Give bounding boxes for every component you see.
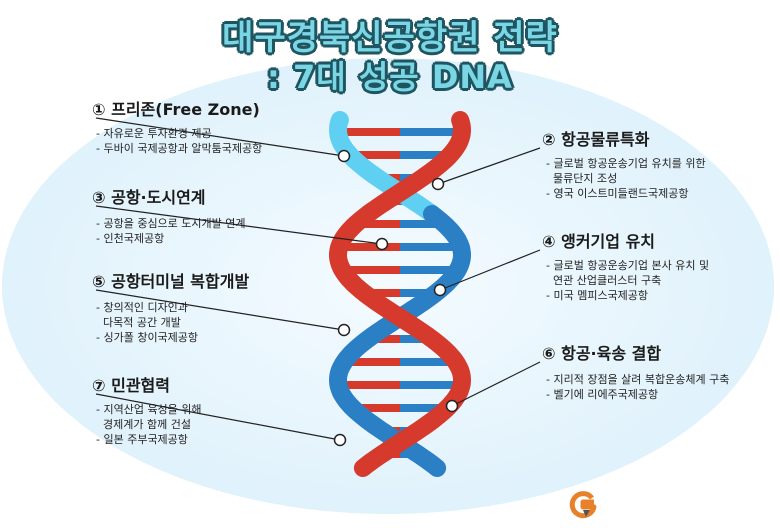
dna-rung-red <box>342 266 400 274</box>
item-1-desc: - 자유로운 투자환경 제공 - 두바이 국제공항과 알막툼국제공항 <box>96 126 262 156</box>
item-6-desc-line: - 벨기에 리에주국제공항 <box>546 388 659 401</box>
item-2-desc-line: - 영국 이스트미들랜드국제공항 <box>546 187 689 200</box>
dna-strand-blue <box>328 205 471 477</box>
dna-rung-blue <box>400 404 448 412</box>
connector-line-7 <box>95 393 341 441</box>
connector-dot-4 <box>433 283 447 297</box>
G-logo-icon <box>569 491 597 519</box>
item-2-label: ② 항공물류특화 <box>542 130 650 149</box>
dna-rung-red <box>344 358 400 366</box>
dna-rung-blue <box>400 335 432 343</box>
dna-rung-red <box>349 151 400 159</box>
item-4-desc-line: - 미국 멤피스국제공항 <box>546 289 649 302</box>
connector-dot-6 <box>445 399 459 413</box>
item-6-label: ⑥ 항공·육송 결합 <box>542 344 662 363</box>
connector-dot-7 <box>333 433 347 447</box>
connector-dot-5 <box>337 323 351 337</box>
item-2-desc-line: 물류단지 조성 <box>546 172 618 185</box>
dna-rung-blue <box>400 243 461 251</box>
dna-strand-light-blue <box>328 111 441 223</box>
item-7-desc-line: 경제계가 함께 건설 <box>96 418 191 431</box>
item-4-label: ④ 앵커기업 유치 <box>542 232 656 251</box>
dna-rung-blue <box>400 220 445 228</box>
dna-strands <box>328 111 472 477</box>
item-3-desc-line: - 인천국제공항 <box>96 232 165 245</box>
item-3-label: ③ 공항·도시연계 <box>92 188 206 207</box>
dna-rung-red <box>338 381 400 389</box>
item-4-desc-line: 연관 산업클러스터 구축 <box>546 274 662 287</box>
item-5-label: ⑤ 공항터미널 복합개발 <box>92 272 250 291</box>
dna-rung-blue <box>400 151 451 159</box>
dna-strand-red <box>359 111 472 223</box>
item-5-desc-line: - 창의적인 디자인과 <box>96 301 188 314</box>
connector-line-4 <box>439 249 541 291</box>
dna-rung-blue <box>400 381 462 389</box>
item-1-desc-line: - 자유로운 투자환경 제공 <box>96 127 212 140</box>
dna-rung-red <box>338 128 400 136</box>
dna-rung-red <box>339 243 400 251</box>
connector-dot-1 <box>337 149 351 163</box>
page-subtitle: : 7대 성공 DNA <box>267 58 513 96</box>
connector-line-2 <box>437 147 541 185</box>
dna-rung-blue <box>400 289 436 297</box>
connector-dot-2 <box>431 177 445 191</box>
dna-strand-red <box>329 205 472 477</box>
item-2-desc-line: - 글로벌 항공운송기업 유치를 위한 <box>546 157 706 170</box>
page-title: 대구경북신공항권 전략 <box>222 18 558 58</box>
item-6-desc: - 지리적 장점을 살려 복합운송체계 구축 - 벨기에 리에주국제공항 <box>546 372 729 402</box>
item-3-desc: - 공항을 중심으로 도시개발 연계 - 인천국제공항 <box>96 216 246 246</box>
item-5-desc: - 창의적인 디자인과 다목적 공간 개발 - 싱가폴 창이국제공항 <box>96 300 198 345</box>
item-3-desc-line: - 공항을 중심으로 도시개발 연계 <box>96 217 246 230</box>
item-7-desc-line: - 지역산업 육성을 위해 <box>96 403 202 416</box>
dna-rung-red <box>352 404 400 412</box>
item-5-desc-line: 다목적 공간 개발 <box>96 316 181 329</box>
connector-line-6 <box>451 361 541 407</box>
dna-rung-red <box>368 335 400 343</box>
item-4-desc-line: - 글로벌 항공운송기업 본사 유치 및 <box>546 259 710 272</box>
dna-rung-blue <box>400 358 456 366</box>
item-2-desc: - 글로벌 항공운송기업 유치를 위한 물류단지 조성 - 영국 이스트미들랜드… <box>546 156 706 201</box>
item-5-desc-line: - 싱가폴 창이국제공항 <box>96 331 199 344</box>
item-1-label: ① 프리존(Free Zone) <box>92 100 260 119</box>
connector-line-1 <box>95 117 345 157</box>
dna-rung-red <box>355 220 400 228</box>
dna-connectors <box>95 117 541 447</box>
item-7-label: ⑦ 민관협력 <box>92 376 170 395</box>
connector-line-5 <box>95 289 345 331</box>
item-7-desc: - 지역산업 육성을 위해 경제계가 함께 건설 - 일본 주부국제공항 <box>96 402 202 447</box>
item-1-desc-line: - 두바이 국제공항과 알막툼국제공항 <box>96 142 263 155</box>
connector-line-3 <box>95 205 383 245</box>
dna-rung-blue <box>400 266 458 274</box>
item-4-desc: - 글로벌 항공운송기업 본사 유치 및 연관 산업클러스터 구축 - 미국 멤… <box>546 258 709 303</box>
dna-rung-blue <box>400 128 462 136</box>
item-7-desc-line: - 일본 주부국제공항 <box>96 433 188 446</box>
item-6-desc-line: - 지리적 장점을 살려 복합운송체계 구축 <box>546 373 730 386</box>
dna-rung-red <box>364 289 400 297</box>
connector-dot-3 <box>375 237 389 251</box>
